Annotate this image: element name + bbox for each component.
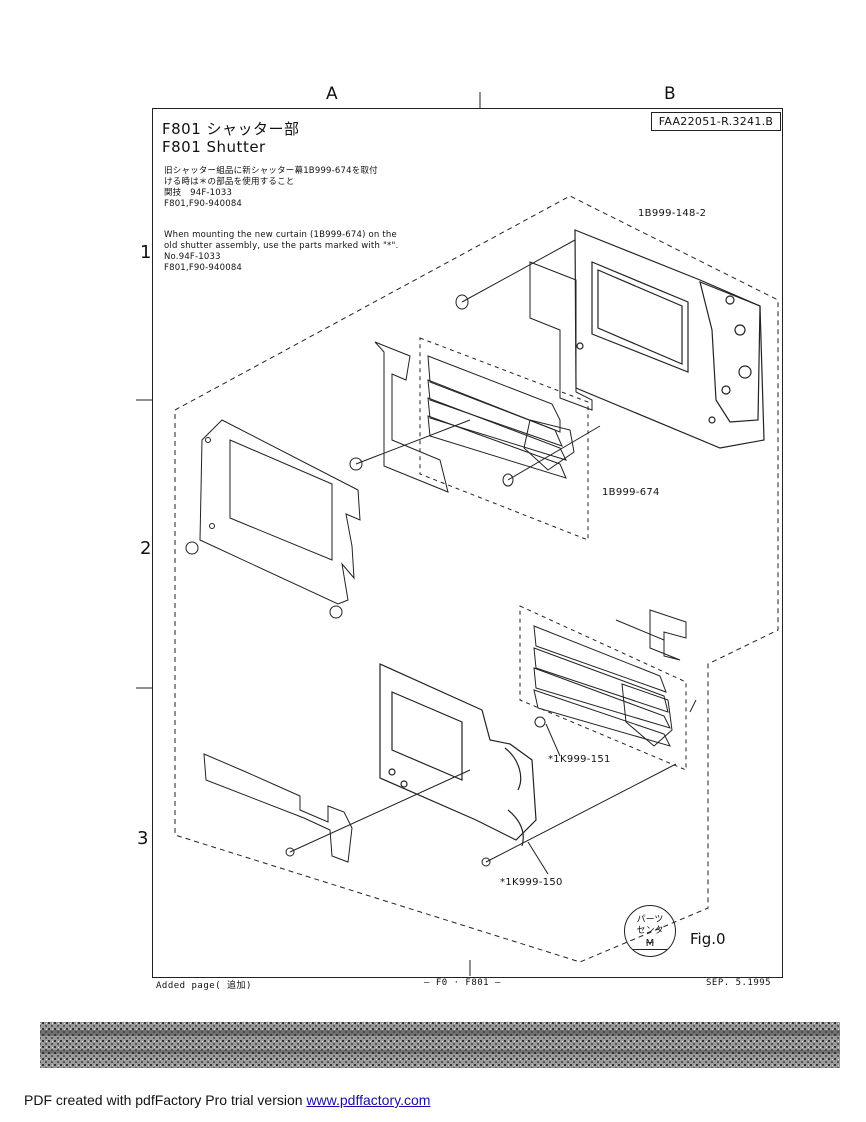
- note-en-line: old shutter assembly, use the parts mark…: [164, 241, 399, 251]
- left-blade-plate: [374, 341, 449, 493]
- note-jp-line: F801,F90-940084: [164, 199, 243, 209]
- washer: [534, 716, 546, 728]
- shutter-base-plate: [379, 663, 537, 847]
- assembly-line: [461, 239, 576, 303]
- shutter-unit-main: [574, 229, 765, 449]
- column-label-b: B: [664, 84, 676, 104]
- pdf-note-text: PDF created with pdfFactory Pro trial ve…: [24, 1092, 307, 1108]
- screw-lower-right: [689, 699, 697, 713]
- part-code-box: FAA22051-R.3241.B: [651, 112, 781, 131]
- lower-l-plate-tab: [615, 619, 665, 641]
- leader-line: [545, 723, 561, 757]
- lower-l-plate: [649, 609, 687, 661]
- callout-1k999-151: *1K999-151: [548, 754, 611, 765]
- assembly-boundary-dashed: [174, 195, 779, 963]
- screw: [502, 473, 514, 487]
- figure-label: Fig.0: [690, 930, 726, 948]
- note-en-line: When mounting the new curtain (1B999-674…: [164, 230, 397, 240]
- washer: [349, 457, 363, 471]
- assembly-line: [355, 419, 471, 465]
- row-label-1: 1: [140, 242, 152, 263]
- stamp-line-1: パーツ: [636, 915, 664, 925]
- bracket-left: [203, 753, 353, 863]
- washer: [455, 294, 469, 310]
- leader-line: [527, 841, 549, 875]
- note-jp-line: 関技 94F-1033: [164, 188, 233, 198]
- footer-date: SEP. 5.1995: [706, 978, 772, 988]
- note-english: When mounting the new curtain (1B999-674…: [164, 230, 399, 274]
- callout-1b999-148-2: 1B999-148-2: [638, 208, 707, 219]
- assembly-line: [485, 763, 677, 863]
- curtain-blades-lower: [533, 625, 673, 747]
- stamp-line-2: センター: [633, 923, 667, 950]
- drawing-sheet-frame: [152, 108, 783, 978]
- note-en-line: F801,F90-940084: [164, 263, 243, 273]
- curtain-boundary-lower: [519, 605, 687, 771]
- note-en-line: No.94F-1033: [164, 252, 221, 262]
- footer-added-page: Added page( 追加): [156, 981, 252, 991]
- title-japanese: F801 シャッター部: [162, 120, 300, 138]
- column-label-a: A: [326, 84, 338, 104]
- note-jp-line: ける時は＊の部品を使用すること: [164, 177, 295, 187]
- upper-plate: [529, 261, 593, 411]
- pdffactory-link[interactable]: www.pdffactory.com: [306, 1092, 431, 1108]
- pdf-creator-note: PDF created with pdfFactory Pro trial ve…: [24, 1092, 430, 1108]
- note-japanese: 旧シャッター組品に新シャッター幕1B999-674を取付 ける時は＊の部品を使用…: [164, 166, 378, 210]
- title-english: F801 Shutter: [162, 138, 266, 156]
- row-label-2: 2: [140, 538, 152, 559]
- screw: [285, 847, 295, 857]
- washer: [185, 541, 199, 555]
- footer-page-ref: — F0 · F801 —: [424, 978, 501, 988]
- scan-noise-band: [40, 1022, 840, 1068]
- curtain-blades-upper: [427, 355, 575, 479]
- row-label-3: 3: [137, 828, 149, 849]
- note-jp-line: 旧シャッター組品に新シャッター幕1B999-674を取付: [164, 166, 378, 176]
- assembly-line: [507, 425, 601, 481]
- screw: [481, 857, 491, 867]
- mask-plate-left: [199, 419, 361, 605]
- callout-1k999-150: *1K999-150: [500, 877, 563, 888]
- washer: [329, 605, 343, 619]
- assembly-line: [289, 769, 471, 853]
- parts-center-stamp: パーツ センター M: [624, 905, 676, 957]
- stamp-line-3: M: [645, 938, 655, 949]
- curtain-boundary-upper: [419, 337, 589, 541]
- callout-1b999-674: 1B999-674: [602, 487, 660, 498]
